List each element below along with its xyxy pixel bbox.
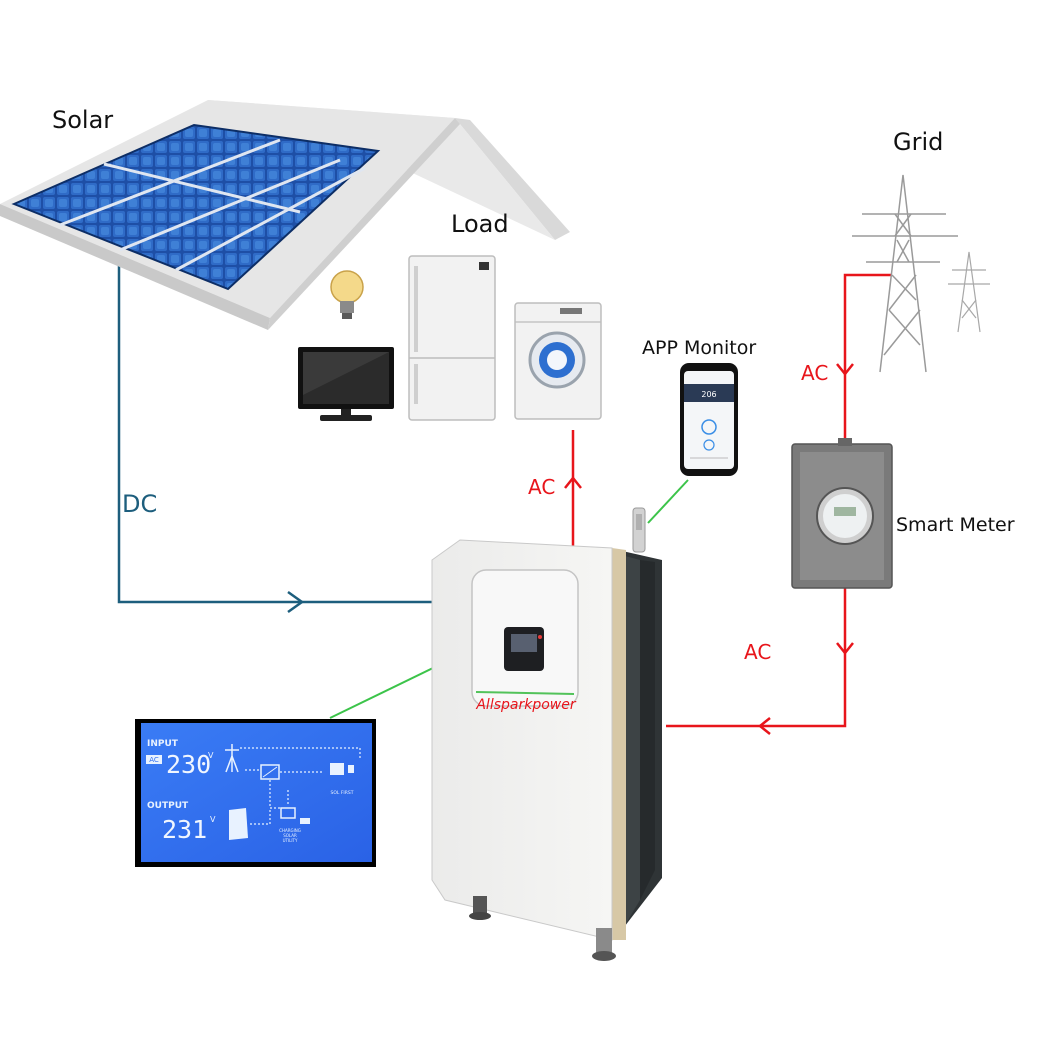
light-bulb-icon (330, 270, 364, 319)
lcd-sol-first: SOL FIRST (331, 790, 354, 796)
tv-icon (298, 347, 394, 421)
lcd-output-label: OUTPUT (147, 801, 189, 811)
ac-grid-connection (666, 273, 892, 735)
lcd-input-unit: V (208, 751, 214, 760)
solar-panels (11, 123, 381, 291)
lcd-battery-icon (280, 807, 310, 824)
phone-reading: 206 (701, 390, 716, 399)
lcd-input-value: 230 (166, 750, 211, 779)
load-label: Load (451, 210, 509, 238)
lcd-output-unit: V (210, 815, 216, 824)
lcd-display-panel: INPUT AC 230 V OUTPUT 231 V (135, 719, 376, 867)
smart-meter-icon (791, 438, 893, 589)
brand-logo: Allsparkpower (475, 697, 577, 713)
lcd-input-label: INPUT (147, 739, 179, 749)
lcd-output-value: 231 (162, 815, 207, 844)
ac-load-label: AC (528, 475, 555, 499)
inverter-cabinet: Allsparkpower (431, 507, 662, 961)
smart-meter-label: Smart Meter (896, 514, 1015, 536)
dc-connection (117, 258, 440, 614)
phone-icon: 206 (680, 363, 738, 476)
ac-meter-label: AC (744, 640, 771, 664)
ac-load-connection (564, 430, 582, 548)
grid-label: Grid (893, 128, 943, 156)
small-power-tower-icon (948, 251, 990, 333)
app-monitor-label: APP Monitor (642, 337, 756, 359)
washing-machine-icon (514, 302, 602, 420)
power-tower-icon (852, 174, 958, 373)
solar-roof (0, 100, 570, 330)
lcd-solar-icon (229, 808, 248, 840)
lcd-load-icon (330, 763, 354, 775)
lcd-inverter-icon (260, 764, 280, 780)
app-link-line (647, 479, 689, 524)
lcd-input-sub: AC (149, 756, 159, 764)
solar-label: Solar (52, 106, 113, 134)
lcd-flow-lines (240, 747, 361, 825)
fridge-icon (408, 255, 496, 421)
lcd-charging-2: SOLAR (283, 833, 297, 838)
lcd-charging-1: CHARGING (279, 828, 301, 833)
lcd-charging-3: UTILITY (283, 838, 298, 843)
lcd-tower-icon (225, 744, 239, 773)
ac-grid-label: AC (801, 361, 828, 385)
dc-label: DC (122, 490, 157, 518)
